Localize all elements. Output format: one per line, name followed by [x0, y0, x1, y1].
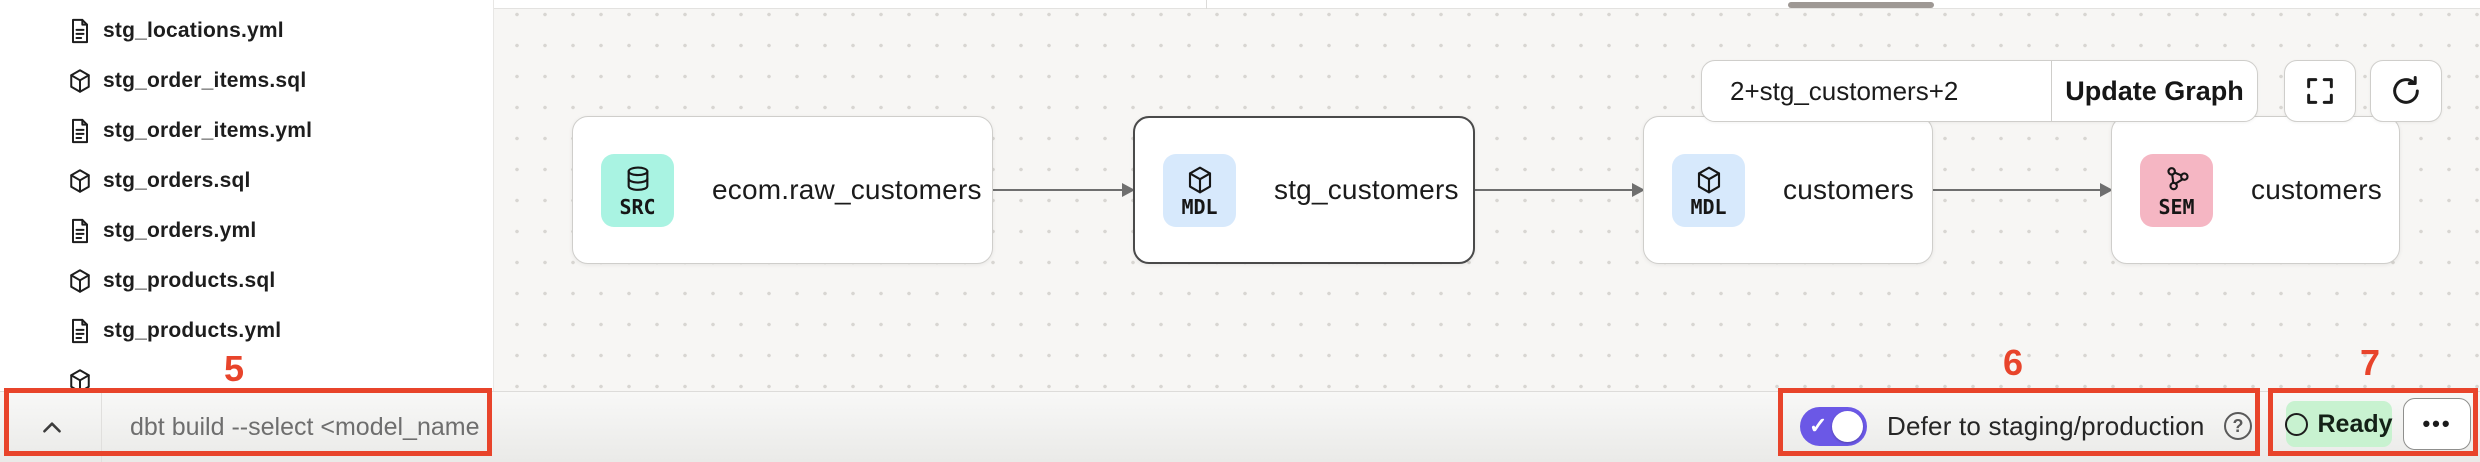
yaml-file-icon	[66, 117, 94, 145]
file-item[interactable]: stg_orders.yml	[0, 206, 494, 256]
node-title: customers	[1783, 174, 1914, 205]
cube-icon	[1188, 166, 1211, 193]
help-icon[interactable]: ?	[2224, 412, 2252, 440]
node-model-customers[interactable]: MDL customers	[1643, 116, 1933, 264]
semantic-model-icon	[2166, 166, 2189, 190]
refresh-button[interactable]	[2370, 60, 2442, 122]
source-badge: SRC	[601, 153, 674, 227]
model-badge: MDL	[1672, 153, 1745, 227]
file-item[interactable]: stg_order_items.yml	[0, 106, 494, 156]
upper-pane-bottom-strip	[494, 0, 2480, 9]
status-badge[interactable]: Ready	[2285, 401, 2393, 447]
defer-toggle[interactable]: ✓	[1800, 407, 1867, 446]
file-name: stg_locations.yml	[103, 19, 284, 42]
lineage-selector-group: Update Graph	[1701, 60, 2258, 122]
file-name: stg_order_items.sql	[103, 69, 307, 92]
semantic-badge: SEM	[2140, 153, 2213, 227]
cube-icon	[1697, 166, 1720, 193]
file-item[interactable]: stg_order_items.sql	[0, 56, 494, 106]
node-source-ecom-raw-customers[interactable]: SRC ecom.raw_customers	[572, 116, 993, 264]
command-bar-divider	[101, 392, 102, 462]
file-name: stg_orders.yml	[103, 219, 257, 242]
edge-customers-to-semantic	[1933, 183, 2113, 197]
lineage-selector-input[interactable]	[1702, 61, 2051, 121]
status-circle-icon	[2285, 412, 2309, 436]
database-icon	[627, 166, 648, 191]
chevron-up-icon	[43, 421, 61, 433]
refresh-icon	[2393, 76, 2419, 104]
status-label: Ready	[2317, 409, 2393, 438]
badge-label: SEM	[2158, 194, 2195, 219]
node-title: ecom.raw_customers	[712, 174, 982, 205]
file-name: stg_products.yml	[103, 319, 282, 342]
dbt-command-input[interactable]	[130, 392, 480, 462]
arrowhead-icon	[1122, 183, 1135, 197]
node-title: customers	[2251, 174, 2382, 205]
node-model-stg-customers[interactable]: MDL stg_customers	[1133, 116, 1475, 264]
badge-label: SRC	[619, 194, 656, 219]
arrowhead-icon	[1632, 183, 1645, 197]
file-item[interactable]: stg_products.yml	[0, 306, 494, 356]
badge-label: MDL	[1181, 194, 1218, 219]
arrowhead-icon	[2100, 183, 2113, 197]
model-cube-icon	[66, 167, 94, 195]
node-semantic-customers[interactable]: SEM customers	[2111, 116, 2400, 264]
defer-toggle-label: Defer to staging/production	[1887, 411, 2205, 441]
model-cube-icon	[66, 267, 94, 295]
fullscreen-icon	[2307, 78, 2333, 104]
more-options-button[interactable]: •••	[2403, 398, 2471, 450]
yaml-file-icon	[66, 17, 94, 45]
file-item[interactable]: stg_locations.yml	[0, 6, 494, 56]
badge-label: MDL	[1690, 194, 1727, 219]
file-tree-sidebar: stg_locations.yml stg_order_items.sql st…	[0, 0, 494, 393]
file-item[interactable]: stg_products.sql	[0, 256, 494, 306]
fullscreen-button[interactable]	[2284, 60, 2356, 122]
bottom-command-bar	[0, 391, 2480, 462]
pane-divider	[1206, 0, 1207, 9]
file-name: stg_orders.sql	[103, 169, 251, 192]
edge-stg-customers-to-customers	[1475, 183, 1645, 197]
file-name: stg_products.sql	[103, 269, 276, 292]
model-badge: MDL	[1163, 153, 1236, 227]
file-item[interactable]: stg_orders.sql	[0, 156, 494, 206]
update-graph-button[interactable]: Update Graph	[2052, 61, 2257, 121]
selector-separator	[2051, 61, 2052, 121]
yaml-file-icon	[66, 217, 94, 245]
horizontal-scrollbar-thumb[interactable]	[1788, 2, 1934, 8]
check-icon: ✓	[1809, 413, 1828, 438]
yaml-file-icon	[66, 317, 94, 345]
file-name: stg_order_items.yml	[103, 119, 313, 142]
toggle-knob	[1832, 411, 1863, 442]
node-title: stg_customers	[1274, 174, 1459, 205]
edge-src-to-stg-customers	[993, 183, 1135, 197]
model-cube-icon	[66, 67, 94, 95]
expand-command-panel-button[interactable]	[24, 392, 80, 462]
